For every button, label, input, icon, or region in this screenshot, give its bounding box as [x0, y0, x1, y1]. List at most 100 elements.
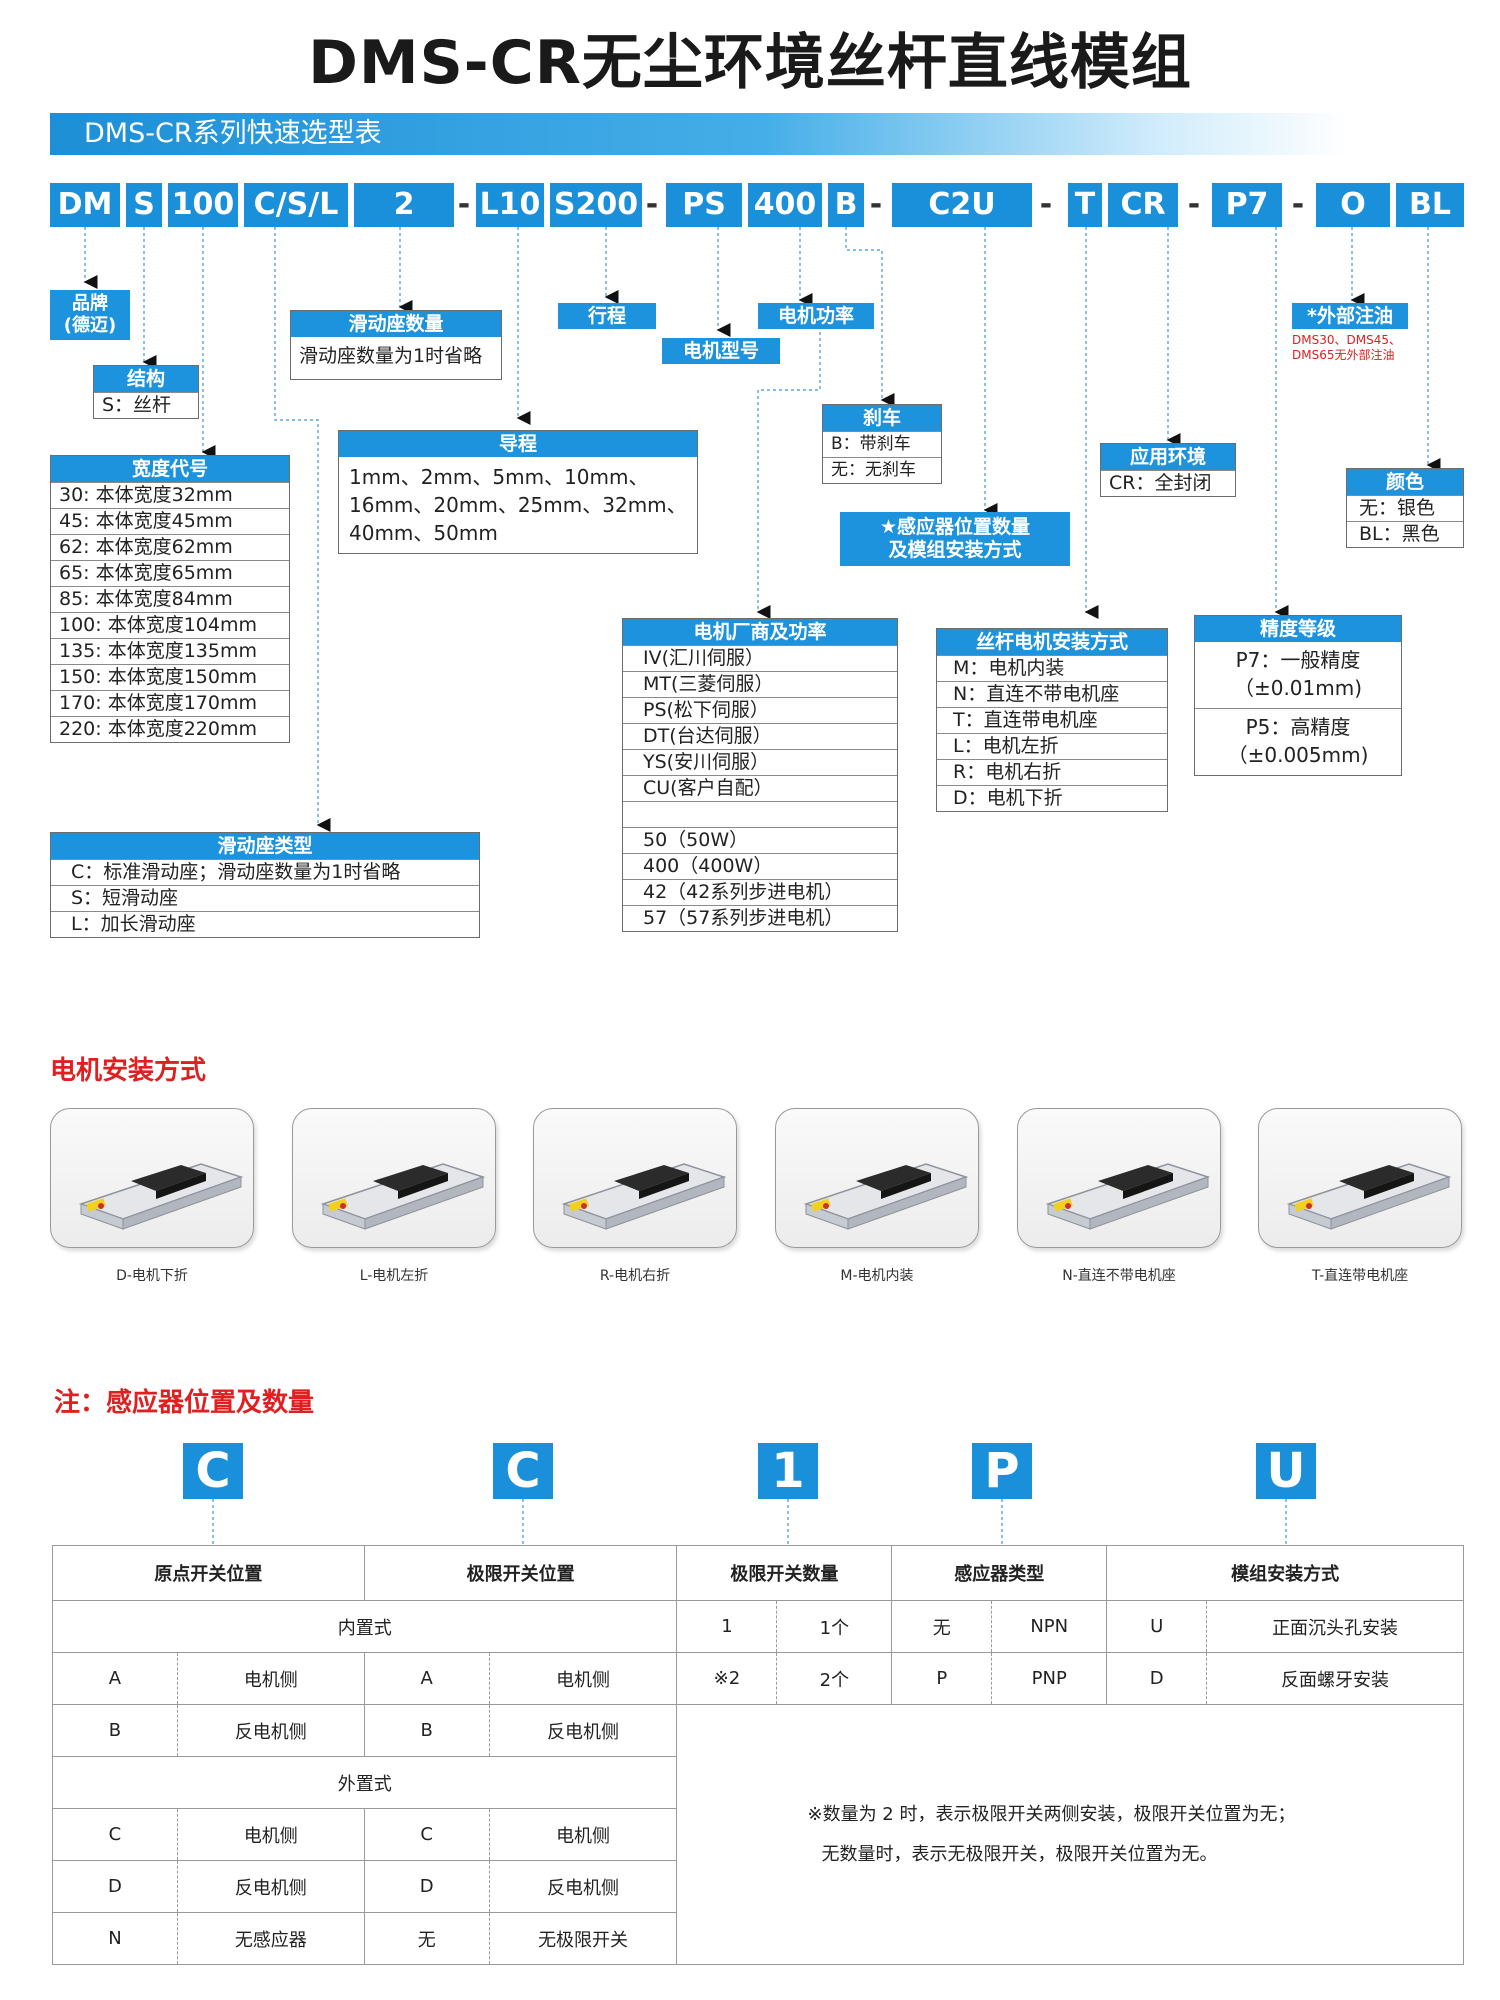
module-image — [1258, 1108, 1462, 1248]
cell: D — [52, 1860, 178, 1913]
dash: - — [1039, 187, 1053, 222]
cell: 反电机侧 — [488, 1860, 678, 1913]
slider-type-row: C：标准滑动座；滑动座数量为1时省略 — [51, 859, 479, 885]
mount-caption: L-电机左折 — [359, 1268, 429, 1284]
structure-value: S：丝杆 — [94, 392, 198, 418]
slider-type-header: 滑动座类型 — [51, 833, 479, 859]
cell: C — [52, 1808, 178, 1861]
motor-vendor-row: 400（400W） — [623, 853, 897, 879]
code-t: T — [1068, 183, 1102, 227]
motor-vendor-row: 50（50W） — [623, 827, 897, 853]
table-row: D 反电机侧 D 反电机侧 — [52, 1860, 1464, 1913]
code-o: O — [1316, 183, 1390, 227]
cell: 无 — [363, 1912, 490, 1965]
width-code-table: 宽度代号 30: 本体宽度32mm 45: 本体宽度45mm 62: 本体宽度6… — [50, 455, 290, 743]
cell: 反电机侧 — [488, 1704, 678, 1757]
linear-module-illustration — [78, 1163, 244, 1230]
motor-vendor-row: DT(台达伺服） — [623, 723, 897, 749]
motor-mount-row: M：电机内装 — [937, 655, 1167, 681]
cell: 反电机侧 — [176, 1704, 365, 1757]
mount-caption: M-电机内装 — [840, 1268, 914, 1284]
width-code-row: 220: 本体宽度220mm — [51, 716, 289, 742]
module-image — [50, 1108, 254, 1248]
cell: 2个 — [776, 1652, 893, 1705]
motor-power-label: 电机功率 — [758, 303, 874, 329]
width-code-row: 65: 本体宽度65mm — [51, 560, 289, 586]
sensor-table: 原点开关位置 极限开关位置 极限开关数量 感应器类型 模组安装方式 内置式 1 … — [51, 1545, 1464, 1965]
sensor-letter: P — [972, 1443, 1032, 1499]
mount-caption: R-电机右折 — [599, 1268, 671, 1284]
linear-module-illustration — [1045, 1163, 1211, 1230]
header-module-mount: 模组安装方式 — [1106, 1545, 1464, 1601]
linear-module-illustration — [1286, 1163, 1452, 1230]
color-row: BL：黑色 — [1347, 521, 1463, 547]
width-code-row: 150: 本体宽度150mm — [51, 664, 289, 690]
structure-header: 结构 — [94, 366, 198, 392]
width-code-row: 45: 本体宽度45mm — [51, 508, 289, 534]
precision-p5: P5：高精度 — [1245, 715, 1351, 739]
external-label: 外置式 — [51, 1756, 678, 1809]
sensor-note: ※数量为 2 时，表示极限开关两侧安装，极限开关位置为无； 无数量时，表示无极限… — [676, 1704, 1464, 1965]
cell: ※2 — [676, 1652, 778, 1705]
sensor-mount-label: ★感应器位置数量 及模组安装方式 — [840, 512, 1070, 566]
brake-header: 刹车 — [823, 405, 941, 431]
header-sensor-type: 感应器类型 — [891, 1545, 1108, 1601]
cell: 电机侧 — [176, 1652, 365, 1705]
code-c2u: C2U — [892, 183, 1032, 227]
selection-banner: DMS-CR系列快速选型表 — [50, 113, 1350, 155]
code-s200: S200 — [550, 183, 642, 227]
module-image — [1017, 1108, 1221, 1248]
cell: 无感应器 — [176, 1912, 365, 1965]
cell: D — [1106, 1652, 1208, 1705]
dash: - — [1291, 187, 1305, 222]
ext-oil-note: DMS30、DMS45、 DMS65无外部注油 — [1292, 333, 1401, 362]
brand-label: 品牌 (德迈) — [50, 290, 130, 340]
table-row: 外置式 — [51, 1756, 1464, 1809]
table-row: N 无感应器 无 无极限开关 — [52, 1912, 1464, 1965]
code-bl: BL — [1396, 183, 1464, 227]
module-image — [533, 1108, 737, 1248]
width-code-row: 85: 本体宽度84mm — [51, 586, 289, 612]
brake-row: 无：无刹车 — [823, 457, 941, 483]
width-code-header: 宽度代号 — [51, 456, 289, 482]
brake-row: B：带刹车 — [823, 431, 941, 457]
env-header: 应用环境 — [1101, 444, 1235, 470]
cell: 无极限开关 — [488, 1912, 678, 1965]
header-origin-switch: 原点开关位置 — [52, 1545, 365, 1601]
cell: U — [1106, 1600, 1208, 1653]
sensor-note-line2: 无数量时，表示无极限开关，极限开关位置为无。 — [821, 1843, 1218, 1865]
slider-count-value: 滑动座数量为1时省略 — [299, 345, 483, 367]
motor-vendor-row — [623, 801, 897, 827]
cell: PNP — [991, 1652, 1108, 1705]
cell: 电机侧 — [488, 1652, 678, 1705]
cell: P — [891, 1652, 993, 1705]
code-ps: PS — [666, 183, 742, 227]
motor-model-label: 电机型号 — [662, 338, 780, 364]
motor-mount-row: T：直连带电机座 — [937, 707, 1167, 733]
cell: N — [52, 1912, 178, 1965]
table-row: B 反电机侧 B 反电机侧 ※数量为 2 时，表示极限开关两侧安装，极限开关位置… — [52, 1704, 1464, 1965]
width-code-row: 30: 本体宽度32mm — [51, 482, 289, 508]
brake-box: 刹车 B：带刹车 无：无刹车 — [822, 404, 942, 484]
table-row: A 电机侧 A 电机侧 ※2 2个 P PNP D 反面螺牙安装 — [52, 1652, 1464, 1705]
color-header: 颜色 — [1347, 469, 1463, 495]
motor-mount-row: L：电机左折 — [937, 733, 1167, 759]
width-code-row: 100: 本体宽度104mm — [51, 612, 289, 638]
sensor-note-line1: ※数量为 2 时，表示极限开关两侧安装，极限开关位置为无； — [807, 1803, 1296, 1825]
code-cr: CR — [1108, 183, 1178, 227]
sensor-header-row: 原点开关位置 极限开关位置 极限开关数量 感应器类型 模组安装方式 — [52, 1545, 1464, 1601]
mount-caption: T-直连带电机座 — [1311, 1268, 1409, 1284]
code-400: 400 — [748, 183, 822, 227]
ext-oil-label: *外部注油 — [1292, 303, 1408, 329]
page-title: DMS-CR无尘环境丝杆直线模组 — [308, 28, 1192, 98]
color-box: 颜色 无：银色 BL：黑色 — [1346, 468, 1464, 548]
cell: NPN — [991, 1600, 1108, 1653]
precision-p7: P7：一般精度 — [1235, 648, 1361, 672]
cell: 1个 — [776, 1600, 893, 1653]
code-csl: C/S/L — [244, 183, 348, 227]
mount-caption: N-直连不带电机座 — [1062, 1268, 1176, 1284]
code-100: 100 — [168, 183, 238, 227]
dash: - — [869, 187, 883, 222]
motor-vendor-row: 57（57系列步进电机） — [623, 905, 897, 931]
table-row: 内置式 1 1个 无 NPN U 正面沉头孔安装 — [51, 1600, 1464, 1653]
